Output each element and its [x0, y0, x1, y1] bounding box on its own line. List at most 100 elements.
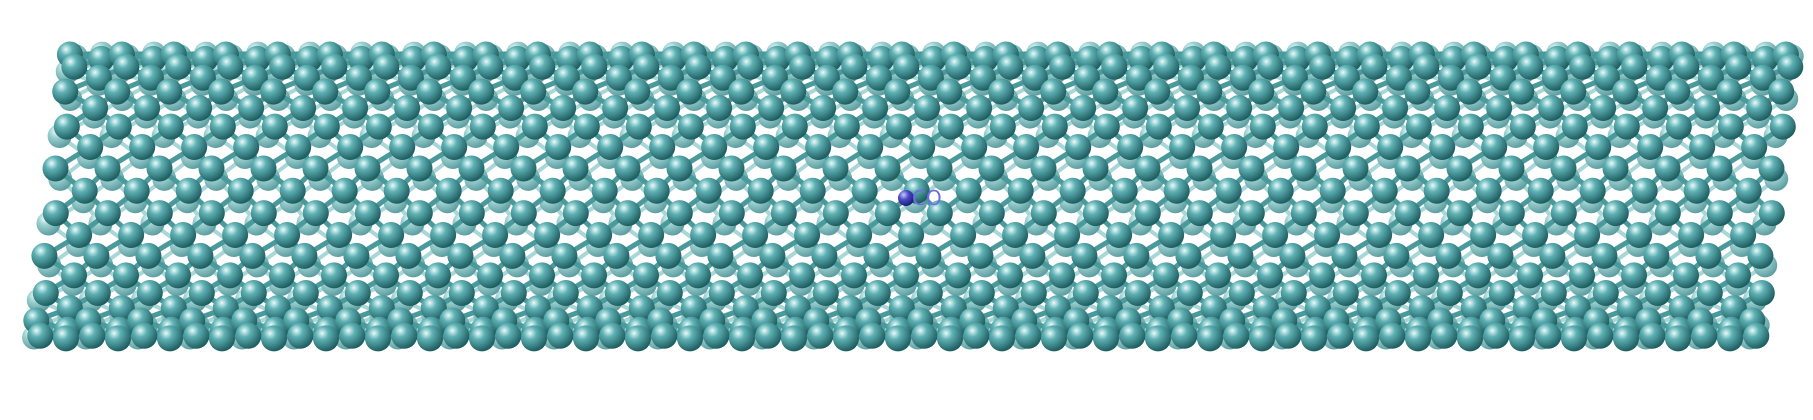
carbon-atom-front	[209, 325, 235, 352]
carbon-atom-front	[1465, 262, 1491, 289]
carbon-atom-front	[545, 134, 572, 160]
carbon-atom-front	[1252, 295, 1279, 322]
carbon-atom-front	[989, 113, 1016, 140]
carbon-atom-front	[1602, 200, 1629, 227]
carbon-atom-front	[864, 280, 891, 306]
carbon-atom-front	[1481, 134, 1508, 160]
carbon-atom-front	[1249, 325, 1275, 352]
carbon-atom-front	[628, 295, 655, 322]
carbon-atom-front	[1405, 113, 1432, 140]
carbon-atom-front	[1637, 134, 1664, 160]
carbon-atom-front	[321, 53, 348, 80]
carbon-atom-front	[945, 53, 972, 80]
carbon-atom-front	[105, 113, 132, 140]
carbon-atom-front	[468, 78, 495, 105]
carbon-atom-front	[1093, 113, 1120, 140]
carbon-atom-front	[1569, 262, 1595, 289]
carbon-atom-front	[365, 325, 391, 352]
carbon-atom-front	[1746, 95, 1773, 121]
carbon-atom-front	[1007, 177, 1034, 204]
carbon-atom-front	[1093, 325, 1119, 352]
carbon-atom-front	[1696, 280, 1723, 306]
carbon-atom-front	[235, 322, 262, 349]
carbon-atom-front	[936, 78, 963, 105]
carbon-atom-front	[261, 113, 288, 140]
carbon-atom-front	[770, 200, 797, 227]
carbon-atom-front	[378, 222, 405, 248]
carbon-atom-front	[170, 222, 197, 248]
carbon-atom-front	[1280, 280, 1307, 306]
carbon-atom-front	[1498, 200, 1525, 227]
carbon-atom-front	[1561, 325, 1587, 352]
carbon-atom-front	[651, 322, 678, 349]
carbon-atom-front	[737, 53, 764, 80]
carbon-atom-front	[685, 262, 711, 289]
carbon-atom-front	[212, 295, 239, 322]
carbon-atom-front	[1314, 222, 1341, 248]
carbon-atom-front	[836, 295, 863, 322]
carbon-atom-front	[1394, 155, 1421, 182]
carbon-atom-front	[874, 200, 901, 227]
carbon-atom-front	[1290, 155, 1317, 182]
carbon-atom-front	[165, 262, 191, 289]
co-atom-sphere[interactable]	[898, 190, 914, 206]
carbon-atom-front	[1279, 242, 1306, 269]
carbon-atom-front	[833, 113, 860, 140]
carbon-atom-front	[1508, 78, 1535, 105]
carbon-atom-front	[383, 177, 410, 204]
carbon-atom-front	[1668, 295, 1695, 322]
carbon-atom-front	[703, 322, 730, 349]
carbon-atom-front	[156, 78, 183, 105]
carbon-atom-front	[222, 222, 249, 248]
carbon-atom-front	[79, 322, 106, 349]
carbon-atom-front	[562, 155, 589, 182]
carbon-atom-front	[269, 262, 295, 289]
carbon-atom-front	[27, 322, 54, 349]
carbon-atom-front	[1538, 95, 1565, 121]
carbon-atom-front	[157, 325, 183, 352]
carbon-atom-front	[1278, 95, 1305, 121]
carbon-atom-front	[968, 280, 995, 306]
carbon-atom-front	[1273, 134, 1300, 160]
carbon-atom-front	[56, 295, 83, 322]
carbon-atom-front	[1281, 64, 1308, 91]
carbon-atom-front	[789, 262, 815, 289]
carbon-atom-front	[1330, 95, 1357, 121]
carbon-atom-front	[1574, 222, 1601, 248]
carbon-atom-front	[1117, 134, 1144, 160]
carbon-atom-front	[1654, 200, 1681, 227]
carbon-atom-front	[810, 95, 837, 121]
carbon-atom-front	[747, 177, 774, 204]
carbon-atom-front	[477, 262, 503, 289]
carbon-atom-front	[1436, 280, 1463, 306]
carbon-atom-front	[807, 322, 834, 349]
carbon-atom-front	[753, 134, 780, 160]
carbon-atom-front	[1342, 155, 1369, 182]
carbon-atom-front	[1564, 295, 1591, 322]
carbon-atom-front	[175, 177, 202, 204]
carbon-atom-front	[742, 222, 769, 248]
carbon-atom-front	[955, 177, 982, 204]
carbon-atom-front	[1429, 134, 1456, 160]
carbon-atom-front	[1366, 222, 1393, 248]
carbon-atom-front	[52, 78, 79, 105]
carbon-atom-front	[1743, 322, 1770, 349]
carbon-atom-front	[784, 295, 811, 322]
carbon-atom-front	[1716, 78, 1743, 105]
carbon-atom-front	[1487, 242, 1514, 269]
carbon-atom-front	[1717, 113, 1744, 140]
guest-molecule[interactable]: CO	[898, 186, 942, 210]
carbon-atom-front	[572, 78, 599, 105]
carbon-atom-front	[1697, 64, 1724, 91]
carbon-atom-front	[1591, 242, 1618, 269]
carbon-atom-front	[269, 53, 296, 80]
carbon-atom-front	[1408, 295, 1435, 322]
carbon-atom-front	[997, 53, 1024, 80]
carbon-atom-front	[654, 95, 681, 121]
carbon-atom-front	[417, 325, 443, 352]
carbon-atom-front	[343, 242, 370, 269]
carbon-atom-front	[521, 325, 547, 352]
carbon-atom-front	[1238, 155, 1265, 182]
carbon-atom-front	[1475, 177, 1502, 204]
